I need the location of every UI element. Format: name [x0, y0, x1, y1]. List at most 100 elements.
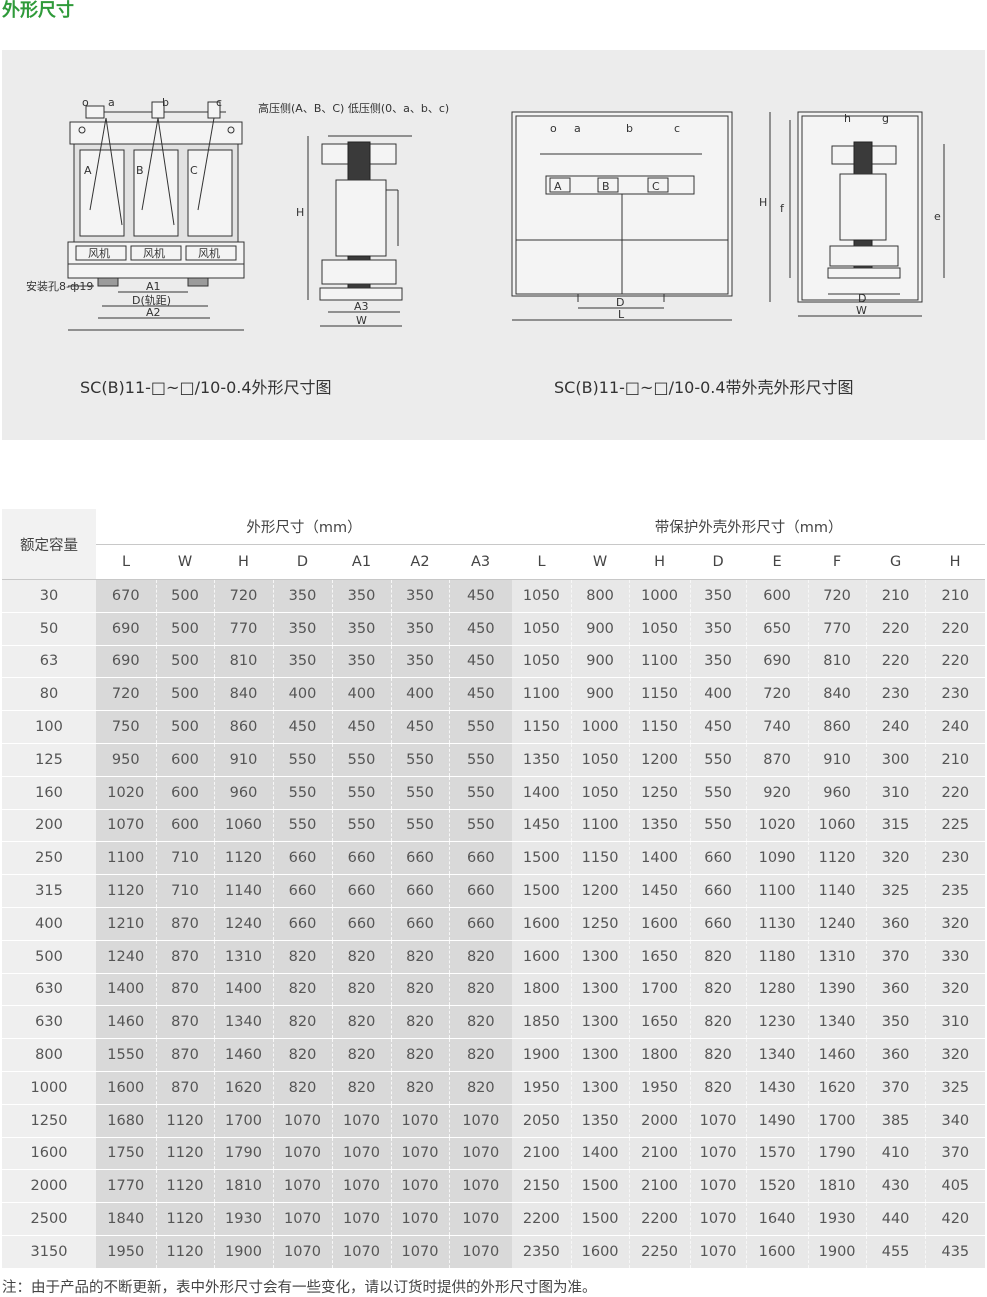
table-cell: 550 — [331, 776, 391, 810]
table-cell: 340 — [924, 1104, 986, 1138]
table-cell: 710 — [155, 841, 214, 876]
footnote: 注：由于产品的不断更新，表中外形尺寸会有一些变化，请以订货时提供的外形尺寸图为准… — [2, 1280, 597, 1296]
table-cell: 220 — [924, 776, 986, 810]
table-cell: 1120 — [213, 841, 273, 876]
table-cell: 660 — [331, 841, 391, 876]
table-cell: 660 — [689, 874, 747, 908]
table-cell: 820 — [331, 1005, 391, 1040]
table-cell: 1020 — [745, 809, 809, 843]
rated-capacity-cell: 500 — [2, 940, 96, 974]
table-cell: 1070 — [448, 1202, 513, 1236]
table-cell: 1300 — [570, 1071, 630, 1105]
table-cell: 1700 — [628, 973, 691, 1007]
table-cell: 350 — [390, 612, 449, 646]
table-cell: 660 — [390, 874, 449, 908]
table-cell: 1790 — [213, 1137, 273, 1171]
rated-capacity-cell: 1600 — [2, 1137, 96, 1171]
table-cell: 220 — [865, 645, 926, 679]
table-cell: 550 — [689, 776, 747, 810]
table-cell: 1100 — [96, 841, 156, 876]
table-cell: 500 — [155, 645, 214, 679]
table-cell: 860 — [807, 710, 867, 744]
terminal-label-a: a — [108, 96, 115, 109]
table-cell: 400 — [689, 677, 747, 712]
table-cell: 400 — [272, 677, 332, 712]
col-dims-w: W — [156, 544, 214, 580]
table-cell: 1930 — [807, 1202, 867, 1236]
dim-A2-label: A2 — [146, 306, 161, 319]
table-cell: 1350 — [512, 743, 572, 777]
table-cell: 660 — [272, 874, 332, 908]
table-cell: 660 — [272, 841, 332, 876]
table-cell: 1090 — [745, 841, 809, 876]
table-cell: 1200 — [570, 874, 630, 908]
col-dims-h: H — [214, 544, 273, 580]
table-cell: 220 — [924, 645, 986, 679]
table-cell: 870 — [745, 743, 809, 777]
table-cell: 720 — [213, 579, 273, 613]
table-cell: 550 — [272, 809, 332, 843]
table-cell: 320 — [924, 907, 986, 941]
table-cell: 350 — [390, 579, 449, 613]
table-cell: 220 — [924, 612, 986, 646]
table-cell: 1070 — [272, 1137, 332, 1171]
rated-capacity-cell: 200 — [2, 809, 96, 843]
dimension-drawing-panel: o a b c A B C 风机 风机 — [2, 50, 985, 440]
table-cell: 210 — [924, 579, 986, 613]
table-cell: 960 — [807, 776, 867, 810]
table-cell: 350 — [331, 645, 391, 679]
table-cell: 1070 — [390, 1235, 449, 1269]
col-enclosure-f-5: F — [808, 544, 867, 580]
table-cell: 770 — [213, 612, 273, 646]
table-cell: 820 — [390, 1071, 449, 1105]
rated-capacity-cell: 1000 — [2, 1071, 96, 1105]
col-enclosure-e-4: E — [746, 544, 809, 580]
table-cell: 450 — [689, 710, 747, 744]
table-cell: 1120 — [155, 1235, 214, 1269]
table-cell: 870 — [155, 1071, 214, 1105]
rated-capacity-cell: 400 — [2, 907, 96, 941]
table-cell: 1600 — [745, 1235, 809, 1269]
table-cell: 450 — [448, 645, 513, 679]
table-cell: 220 — [865, 612, 926, 646]
table-cell: 1400 — [570, 1137, 630, 1171]
table-cell: 1650 — [628, 1005, 691, 1040]
rated-capacity-cell: 50 — [2, 612, 96, 646]
table-cell: 1050 — [570, 776, 630, 810]
table-cell: 1350 — [570, 1104, 630, 1138]
rated-capacity-cell: 630 — [2, 1005, 96, 1040]
rated-capacity-cell: 630 — [2, 973, 96, 1007]
table-cell: 1250 — [570, 907, 630, 941]
table-cell: 360 — [865, 1038, 926, 1072]
table-cell: 500 — [155, 710, 214, 744]
group-header-enclosure: 带保护外壳外形尺寸（mm） — [512, 509, 986, 545]
table-cell: 820 — [272, 940, 332, 974]
table-cell: 370 — [865, 940, 926, 974]
table-cell: 1930 — [213, 1202, 273, 1236]
table-cell: 1430 — [745, 1071, 809, 1105]
table-cell: 1500 — [570, 1202, 630, 1236]
table-cell: 1640 — [745, 1202, 809, 1236]
table-cell: 820 — [390, 940, 449, 974]
table-cell: 660 — [689, 907, 747, 941]
table-cell: 870 — [155, 1038, 214, 1072]
table-cell: 1070 — [448, 1104, 513, 1138]
table-cell: 770 — [807, 612, 867, 646]
table-cell: 1390 — [807, 973, 867, 1007]
table-cell: 1460 — [213, 1038, 273, 1072]
col-enclosure-w-1: W — [571, 544, 630, 580]
table-cell: 450 — [448, 677, 513, 712]
table-cell: 1240 — [807, 907, 867, 941]
table-cell: 400 — [390, 677, 449, 712]
table-cell: 360 — [865, 907, 926, 941]
col-dims-a1: A1 — [332, 544, 391, 580]
table-cell: 315 — [865, 809, 926, 843]
table-cell: 1600 — [628, 907, 691, 941]
table-cell: 350 — [865, 1005, 926, 1040]
